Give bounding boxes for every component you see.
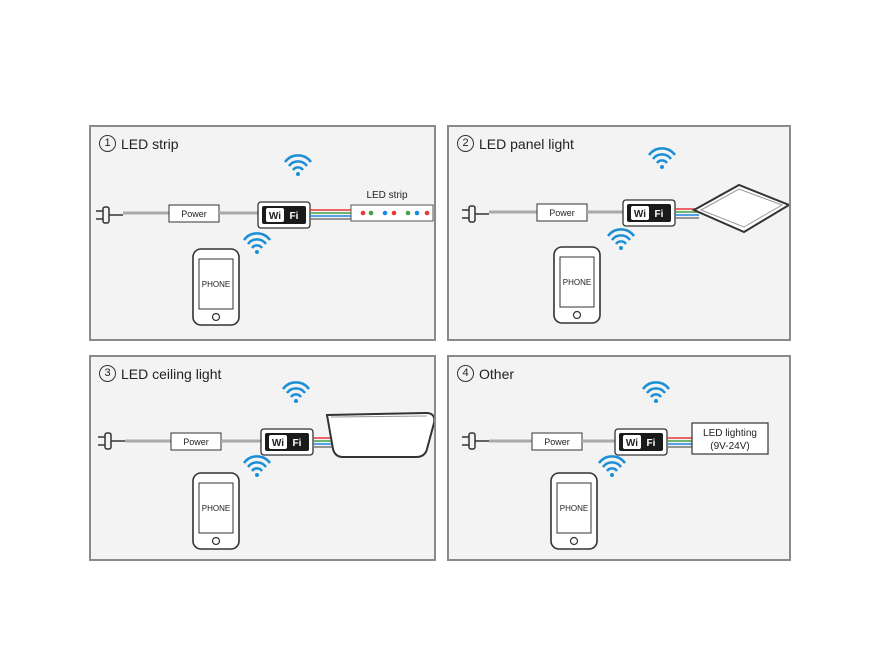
panel-light-device bbox=[691, 183, 789, 234]
device-label: LED lighting bbox=[703, 428, 757, 439]
wifi-logo-fi: Fi bbox=[655, 209, 664, 220]
wifi-signal-icon bbox=[641, 381, 671, 403]
title-text: LED panel light bbox=[479, 135, 574, 152]
wifi-controller: Wi Fi bbox=[257, 201, 311, 229]
panel-title: 2 LED panel light bbox=[457, 135, 574, 152]
panel-title: 1 LED strip bbox=[99, 135, 179, 152]
step-number: 1 bbox=[99, 135, 116, 152]
diagram-led-ceiling-light: Power Wi Fi bbox=[98, 381, 434, 550]
diagram-other: Power Wi Fi LED lighting (9V-24V) bbox=[462, 381, 769, 550]
plug-icon bbox=[96, 206, 123, 224]
wifi-signal-icon bbox=[242, 232, 272, 254]
wifi-logo-fi: Fi bbox=[290, 211, 299, 222]
step-number: 3 bbox=[99, 365, 116, 382]
wifi-logo-fi: Fi bbox=[293, 438, 302, 449]
title-text: LED ceiling light bbox=[121, 365, 222, 382]
device-voltage: (9V-24V) bbox=[710, 441, 749, 452]
device-label: LED strip bbox=[366, 190, 408, 201]
wifi-logo-wi: Wi bbox=[269, 211, 281, 222]
panel-led-ceiling-light: 3 LED ceiling light Power Wi Fi bbox=[89, 355, 436, 561]
wifi-signal-icon bbox=[606, 228, 636, 250]
step-number: 2 bbox=[457, 135, 474, 152]
rgb-wires bbox=[667, 437, 692, 448]
panel-title: 3 LED ceiling light bbox=[99, 365, 221, 382]
wifi-signal-icon bbox=[597, 455, 627, 477]
title-text: LED strip bbox=[121, 135, 179, 152]
wifi-logo-fi: Fi bbox=[647, 438, 656, 449]
ceiling-light-device bbox=[325, 411, 434, 458]
panel-led-strip: 1 LED strip Power Wi Fi bbox=[89, 125, 436, 341]
phone-icon: PHONE bbox=[192, 472, 240, 550]
power-box: Power bbox=[168, 204, 220, 223]
power-label: Power bbox=[544, 437, 570, 447]
phone-label: PHONE bbox=[560, 504, 588, 513]
step-number: 4 bbox=[457, 365, 474, 382]
wifi-logo-wi: Wi bbox=[272, 438, 284, 449]
wifi-logo-wi: Wi bbox=[626, 438, 638, 449]
wifi-controller: Wi Fi bbox=[622, 199, 676, 227]
phone-label: PHONE bbox=[202, 280, 230, 289]
title-text: Other bbox=[479, 365, 515, 382]
diagram-led-strip: Power Wi Fi LED strip bbox=[96, 154, 434, 326]
power-box: Power bbox=[531, 432, 583, 451]
power-box: Power bbox=[170, 432, 222, 451]
wifi-controller: Wi Fi bbox=[260, 428, 314, 456]
wifi-signal-icon bbox=[647, 147, 677, 169]
rgb-wires bbox=[310, 209, 351, 220]
power-box: Power bbox=[536, 203, 588, 222]
phone-label: PHONE bbox=[202, 504, 230, 513]
phone-icon: PHONE bbox=[192, 248, 240, 326]
plug-icon bbox=[462, 432, 489, 450]
phone-icon: PHONE bbox=[553, 246, 601, 324]
wifi-signal-icon bbox=[281, 381, 311, 403]
diagram-led-panel-light: Power Wi Fi bbox=[462, 147, 789, 324]
panel-other: 4 Other Power Wi Fi bbox=[447, 355, 791, 561]
power-label: Power bbox=[549, 208, 575, 218]
led-lighting-device: LED lighting (9V-24V) bbox=[691, 422, 769, 455]
wifi-logo-wi: Wi bbox=[634, 209, 646, 220]
panel-title: 4 Other bbox=[457, 365, 514, 382]
power-label: Power bbox=[181, 209, 207, 219]
led-strip-device: LED strip bbox=[350, 190, 434, 222]
panel-led-panel-light: 2 LED panel light Power Wi Fi bbox=[447, 125, 791, 341]
wifi-signal-icon bbox=[283, 154, 313, 176]
phone-icon: PHONE bbox=[550, 472, 598, 550]
plug-icon bbox=[98, 432, 125, 450]
power-label: Power bbox=[183, 437, 209, 447]
plug-icon bbox=[462, 205, 489, 223]
phone-label: PHONE bbox=[563, 278, 591, 287]
wifi-controller: Wi Fi bbox=[614, 428, 668, 456]
wifi-signal-icon bbox=[242, 455, 272, 477]
